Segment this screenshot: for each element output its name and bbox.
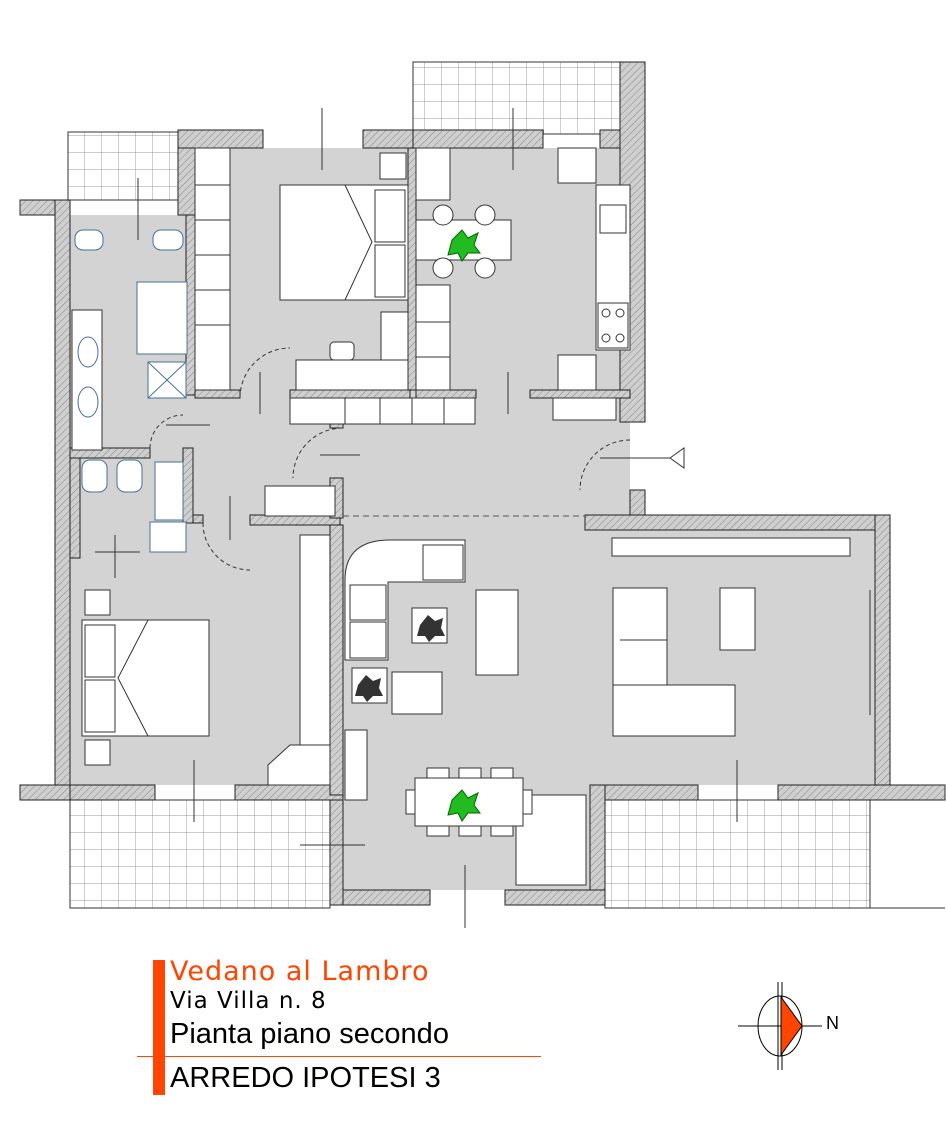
walls xyxy=(19,61,946,906)
city-title: Vedano al Lambro xyxy=(170,956,430,987)
north-label: N xyxy=(826,1013,839,1033)
balcony-top-right xyxy=(412,61,624,135)
furnishing-variant: ARREDO IPOTESI 3 xyxy=(170,1062,441,1094)
desk xyxy=(295,359,409,391)
plant-icon xyxy=(355,675,383,702)
stove xyxy=(597,302,629,349)
furniture xyxy=(71,147,756,837)
plant-icon xyxy=(447,229,481,262)
balconies xyxy=(67,61,871,909)
address: Via Villa n. 8 xyxy=(170,988,327,1014)
title-divider xyxy=(137,1056,541,1057)
title-accent-bar xyxy=(153,960,165,1095)
north-arrow-icon xyxy=(738,982,822,1070)
balcony-bottom-left xyxy=(69,799,331,909)
plant-icons xyxy=(355,229,481,822)
drawing-title: Pianta piano secondo xyxy=(170,1018,449,1050)
wardrobe xyxy=(194,147,231,391)
bathtub xyxy=(136,281,188,355)
plant-icon xyxy=(417,615,445,642)
plant-icon xyxy=(447,789,481,822)
balcony-top-left xyxy=(67,131,179,201)
entrance-marker xyxy=(600,447,685,469)
doors xyxy=(149,347,631,571)
